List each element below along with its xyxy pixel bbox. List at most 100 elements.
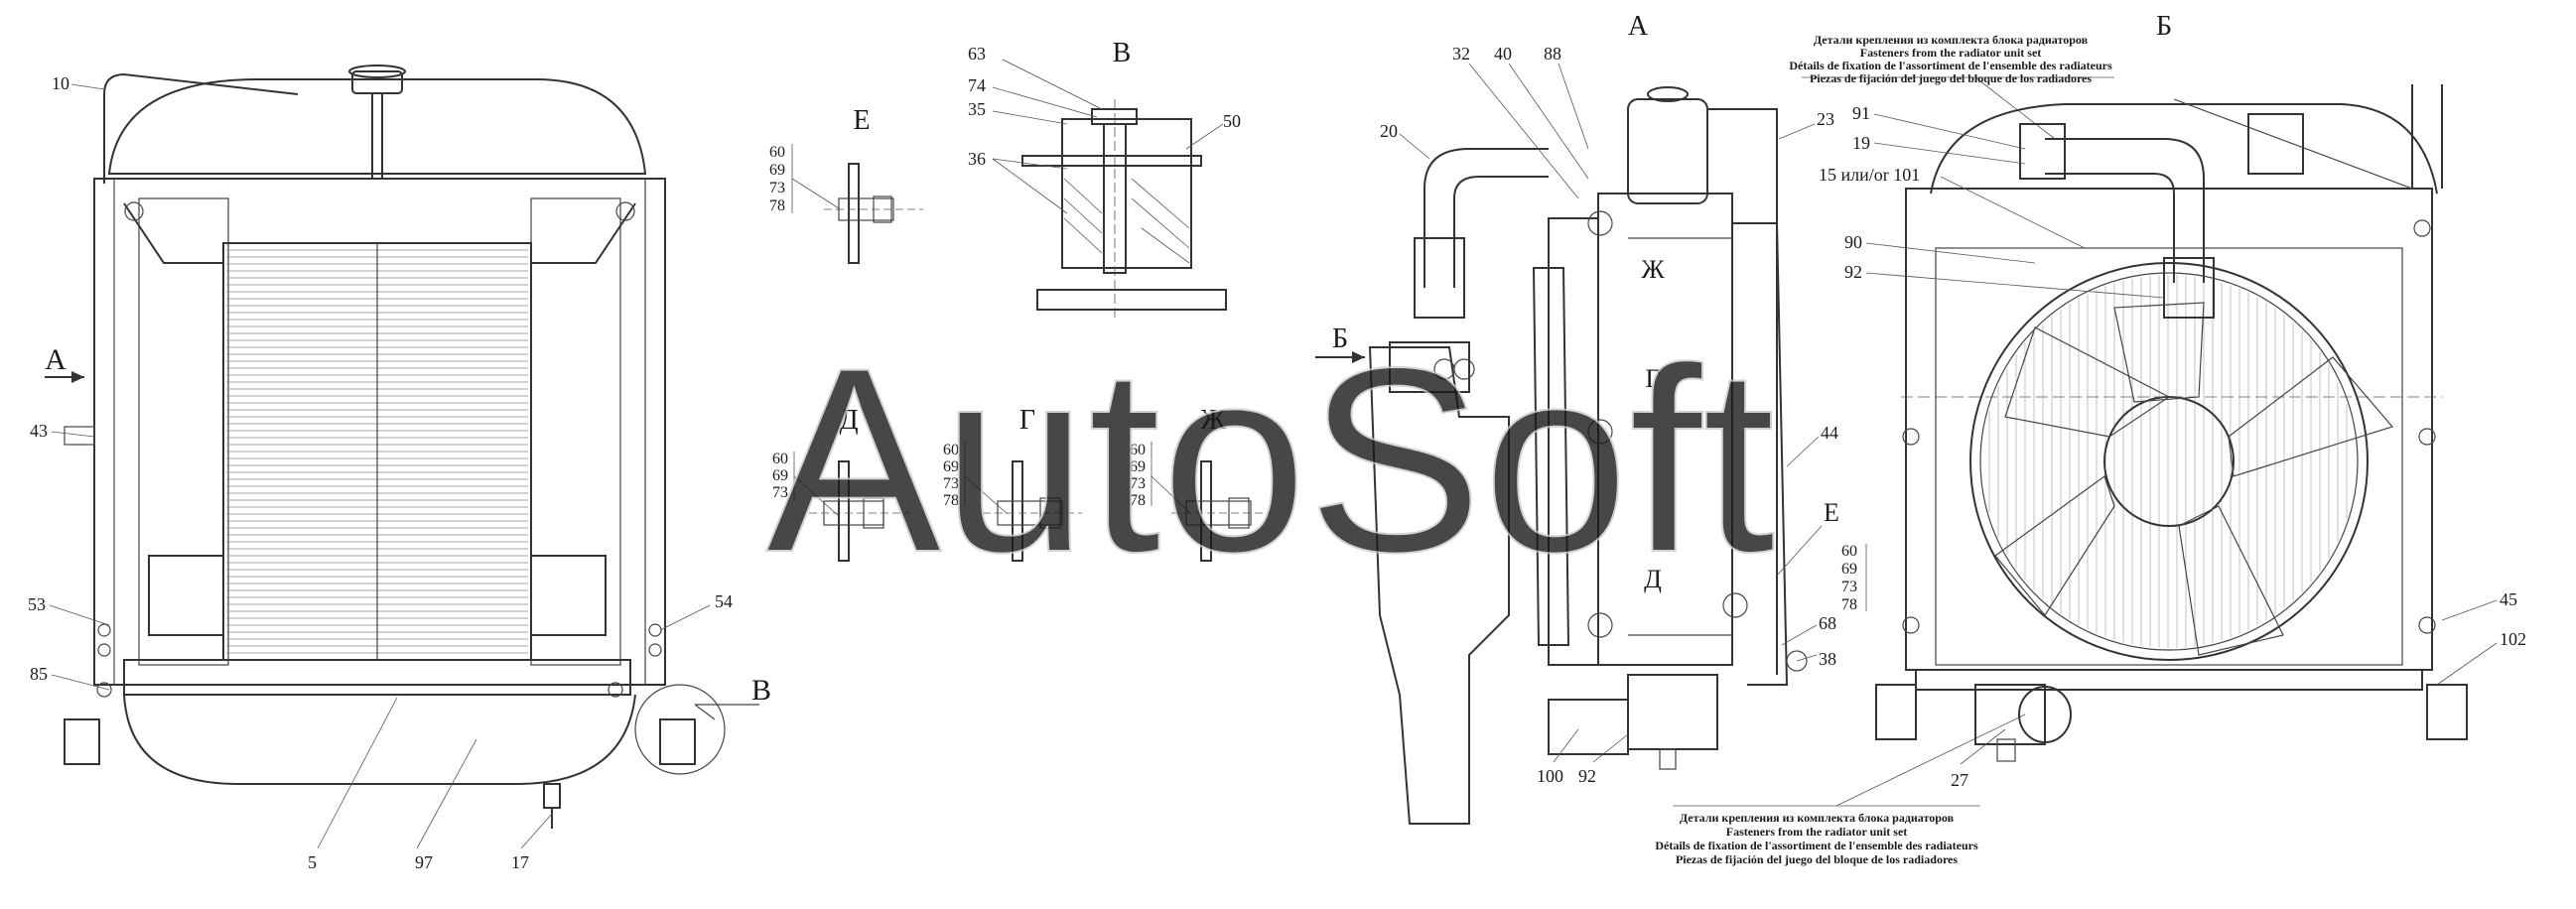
- callout-36: 36: [968, 149, 986, 169]
- side-view-a: А Ж Г Д Е: [1315, 11, 1867, 825]
- view-g-label: Г: [1019, 405, 1035, 436]
- stack-d-1: 69: [772, 467, 788, 484]
- mark-d: Д: [1644, 565, 1662, 593]
- stack-g-1: 69: [943, 458, 959, 475]
- lower-bracket-right: [530, 555, 607, 636]
- view-b-label: Б: [2156, 11, 2172, 42]
- bolt-head: [1091, 108, 1138, 125]
- mark-g: Г: [1645, 364, 1660, 393]
- rubber-hatch: [1063, 178, 1190, 264]
- note-top-en: Fasteners from the radiator unit set: [1860, 46, 2042, 60]
- arrow-a-label: А: [45, 343, 67, 376]
- overflow-pipe: [103, 72, 299, 184]
- fan-side: [1532, 267, 1570, 646]
- stack-d-0: 60: [772, 451, 788, 467]
- filler-cap: [351, 70, 403, 94]
- rear-top-tank: [1930, 103, 2438, 195]
- upper-hose: [1424, 148, 1549, 288]
- rear-foot-left: [1875, 684, 1917, 740]
- view-arrow-a: А: [45, 343, 84, 383]
- stack-e-0: 60: [769, 144, 785, 161]
- view-zh-label: Ж: [1200, 405, 1226, 436]
- mark-e: Е: [1824, 498, 1839, 527]
- callout-100: 100: [1537, 766, 1563, 786]
- stack-zh-1: 69: [1130, 458, 1146, 475]
- arrow-b-label: Б: [1332, 324, 1348, 354]
- lower-hose: [1548, 699, 1629, 755]
- callout-10: 10: [52, 73, 69, 93]
- stack-e-1: 69: [769, 162, 785, 179]
- bottom-tank: [123, 659, 631, 696]
- callout-43: 43: [30, 421, 48, 441]
- rear-view-b: Б Детали крепления из комплекта блока ра…: [1789, 11, 2468, 762]
- callout-27: 27: [1951, 770, 1968, 790]
- side-fins: [138, 197, 621, 666]
- rear-frame: [1905, 188, 2433, 671]
- front-view: [64, 65, 726, 829]
- view-d-label: Д: [839, 405, 858, 436]
- detail-g: Г 60 69 73 78: [943, 405, 1082, 562]
- note-bottom-fr: Détails de fixation de l'assortiment de …: [1655, 839, 1978, 852]
- callout-88: 88: [1544, 44, 1561, 64]
- callout-92-rear: 92: [1844, 262, 1862, 282]
- side-overflow-pipe: [1707, 108, 1778, 675]
- callout-68: 68: [1819, 613, 1836, 633]
- fan-hub: [2103, 396, 2235, 527]
- mark-zh: Ж: [1641, 255, 1665, 284]
- note-top-es: Piezas de fijación del juego del bloque …: [1810, 71, 2092, 85]
- callout-63: 63: [968, 44, 986, 64]
- fan-blades: [1994, 302, 2394, 656]
- rear-upper-pipe: [2045, 138, 2205, 283]
- watermark: AutoSoft: [766, 314, 1776, 607]
- detail-v: В 63 74 35 36 50: [968, 38, 1241, 318]
- brace-left: [123, 202, 223, 264]
- note-top-fr: Détails de fixation de l'assortiment de …: [1789, 59, 2112, 72]
- callout-38: 38: [1819, 649, 1836, 669]
- callout-54: 54: [715, 591, 733, 611]
- stack-e-2: 73: [769, 180, 785, 196]
- callout-32: 32: [1452, 44, 1470, 64]
- rear-callouts: 91 19 15 или/or 101 90 92 45 102 27: [1819, 103, 2526, 790]
- detail-d: Д 60 69 73: [772, 405, 908, 562]
- fan-grille: [1988, 275, 2348, 648]
- thermostat-housing: [1389, 341, 1470, 393]
- stack-zh-2: 73: [1130, 475, 1146, 492]
- callout-90: 90: [1844, 232, 1862, 252]
- note-top-ru: Детали крепления из комплекта блока ради…: [1814, 33, 2089, 47]
- detail-zh: Ж 60 69 73 78: [1130, 405, 1271, 562]
- view-e-label: Е: [853, 105, 870, 136]
- foot-right: [659, 718, 696, 765]
- callout-53: 53: [28, 594, 46, 614]
- callout-15-or-101: 15 или/or 101: [1819, 165, 1920, 185]
- view-arrow-v: В: [694, 674, 771, 720]
- note-bottom-ru: Детали крепления из комплекта блока ради…: [1680, 811, 1955, 825]
- drain-valve: [543, 783, 561, 809]
- stack-zh-3: 78: [1130, 492, 1146, 509]
- base-plate: [1036, 289, 1227, 311]
- rear-foot-right: [2426, 684, 2468, 740]
- stack-side-1: 69: [1841, 561, 1857, 578]
- detail-circle-v: [634, 684, 726, 775]
- lower-bracket-left: [148, 555, 224, 636]
- callout-92-side: 92: [1578, 766, 1596, 786]
- callout-35: 35: [968, 99, 986, 119]
- expansion-tank: [1627, 98, 1708, 204]
- stack-e-3: 78: [769, 197, 785, 214]
- radiator-side: [1597, 193, 1733, 666]
- rear-outlet: [1974, 684, 2046, 745]
- callout-17: 17: [511, 852, 529, 872]
- callout-19: 19: [1852, 133, 1870, 153]
- bottom-outlet: [1627, 674, 1718, 750]
- callout-97: 97: [415, 852, 433, 872]
- stack-side-0: 60: [1841, 543, 1857, 560]
- engine-block: [1368, 346, 1510, 825]
- bottom-shroud: [123, 694, 636, 785]
- rear-bracket-left: [2019, 123, 2066, 180]
- radiator-frame: [93, 178, 666, 686]
- note-bottom: Детали крепления из комплекта блока ради…: [1655, 714, 2026, 866]
- callout-74: 74: [968, 75, 986, 95]
- stack-side-3: 78: [1841, 596, 1857, 613]
- brace-right: [531, 202, 636, 264]
